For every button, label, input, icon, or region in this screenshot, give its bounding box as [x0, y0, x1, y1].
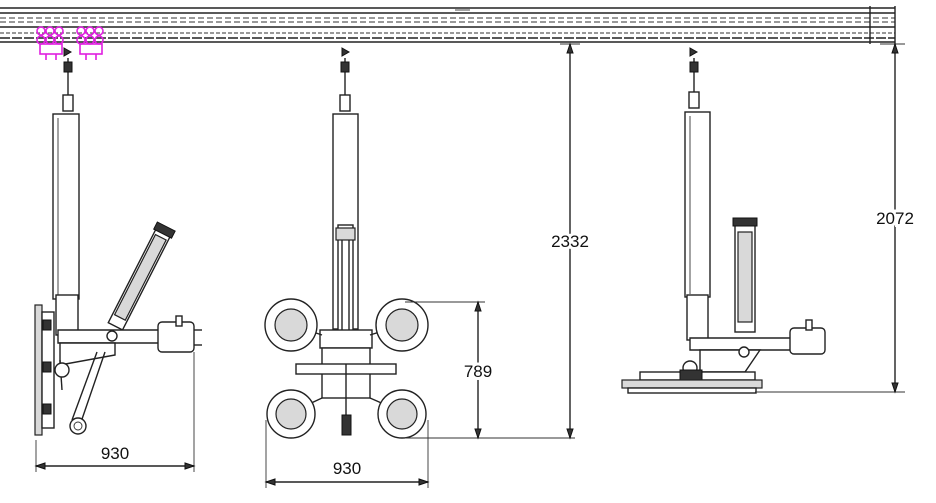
suspension-hook-right	[688, 47, 700, 109]
dimension-label-middle-height: 789	[464, 362, 492, 381]
suction-cup-top-right	[375, 298, 429, 352]
dimension-label-right-height: 2072	[876, 209, 914, 228]
dimension-overall-height	[560, 42, 580, 440]
dimension-label-overall-height: 2332	[551, 232, 589, 251]
dimension-label-middle-width: 930	[333, 459, 361, 478]
dimension-left-width	[34, 352, 196, 472]
dimension-middle-width	[264, 420, 430, 488]
suction-cup-top-left	[264, 298, 318, 352]
right-side-view	[621, 111, 826, 394]
suspension-hook-middle	[339, 47, 351, 112]
suction-cup-bottom-right	[377, 389, 427, 439]
dimension-middle-height	[405, 300, 575, 440]
dimension-label-left-width: 930	[101, 444, 129, 463]
suspension-hook-left	[62, 47, 74, 112]
dimension-right-height	[755, 42, 905, 394]
magenta-trolley-icon	[36, 26, 104, 60]
middle-front-view	[264, 113, 429, 439]
suction-cup-bottom-left	[266, 389, 316, 439]
overhead-rail	[0, 6, 896, 44]
left-side-view	[34, 113, 202, 436]
